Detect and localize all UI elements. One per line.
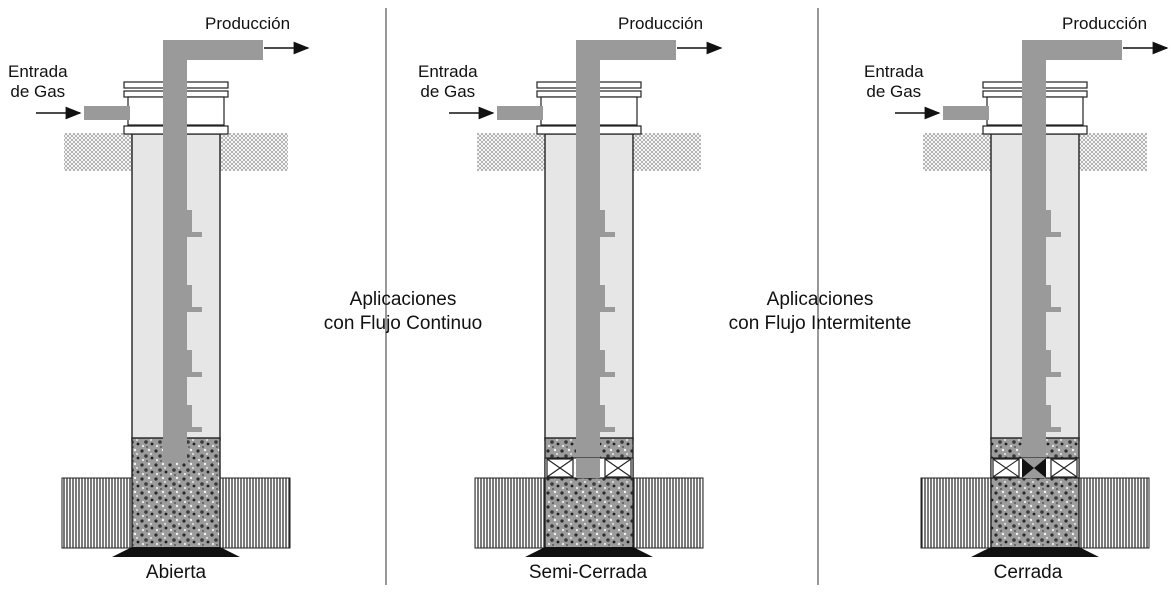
gas-lift-valve	[600, 405, 605, 427]
tubing-string	[163, 40, 187, 462]
production-label-3: Producción	[1062, 14, 1148, 33]
production-pipe-horizontal	[163, 40, 263, 60]
gas-lift-valve	[1046, 210, 1051, 232]
gas-lift-valve-base	[187, 427, 202, 432]
gas-lift-valve	[600, 210, 605, 232]
production-label-2: Producción	[618, 14, 704, 33]
gas-inlet-pipe	[497, 106, 543, 120]
gas-inlet-pipe	[943, 106, 989, 120]
packer-cross	[604, 458, 632, 478]
gas-lift-valve-base	[600, 232, 615, 237]
surface-ground-left	[477, 133, 545, 171]
formation-right	[1078, 477, 1150, 549]
continuous-flow-line2: con Flujo Continuo	[323, 313, 483, 334]
well-bottom	[112, 547, 240, 557]
gas-lift-valve	[1046, 405, 1051, 427]
well-1	[36, 40, 310, 557]
completion-label-3: Cerrada	[993, 562, 1063, 583]
surface-ground-left	[923, 133, 991, 171]
standing-valve-right	[1034, 458, 1046, 478]
well-bottom	[971, 547, 1099, 557]
completion-label-1: Abierta	[145, 562, 207, 583]
formation-right	[219, 477, 291, 549]
production-label-1: Producción	[205, 14, 291, 33]
well-2	[449, 40, 723, 557]
gas-lift-valve	[1046, 350, 1051, 372]
gas-lift-valve-base	[600, 372, 615, 377]
gas-lift-valve-base	[1046, 232, 1061, 237]
formation-left	[61, 477, 133, 549]
gas-inlet-label-1: Entrada de Gas	[8, 62, 68, 101]
surface-ground-left	[64, 133, 132, 171]
packer-cross	[1050, 458, 1078, 478]
gas-lift-valve	[1046, 285, 1051, 307]
formation-left	[920, 477, 992, 549]
tubing-string	[576, 40, 600, 458]
well-bottom	[525, 547, 653, 557]
gas-lift-valve-base	[600, 307, 615, 312]
continuous-flow-line1: Aplicaciones	[349, 289, 457, 310]
gas-lift-valve	[600, 350, 605, 372]
intermittent-flow-line1: Aplicaciones	[766, 289, 874, 310]
production-pipe-horizontal	[1022, 40, 1122, 60]
gas-inlet-label-2: Entrada de Gas	[418, 62, 478, 101]
gas-lift-valve-base	[187, 307, 202, 312]
gas-lift-valve-base	[1046, 372, 1061, 377]
surface-ground-right	[220, 133, 288, 171]
formation-left	[474, 477, 546, 549]
gas-lift-valve-base	[1046, 307, 1061, 312]
standing-valve-left	[1022, 458, 1034, 478]
tubing-string	[1022, 40, 1046, 458]
gas-lift-valve	[187, 210, 192, 232]
packer-cross	[992, 458, 1020, 478]
tubing-through-packer	[576, 458, 600, 478]
intermittent-flow-line2: con Flujo Intermitente	[728, 313, 912, 334]
completion-label-2: Semi-Cerrada	[528, 562, 648, 583]
gas-inlet-pipe	[84, 106, 130, 120]
packer-cross	[546, 458, 574, 478]
gas-inlet-label-3: Entrada de Gas	[864, 62, 924, 101]
gas-lift-valve-base	[1046, 427, 1061, 432]
gas-lift-valve	[600, 285, 605, 307]
gas-lift-valve	[187, 285, 192, 307]
gas-lift-valve	[187, 405, 192, 427]
continuous-flow-caption: Aplicaciones con Flujo Continuo	[303, 288, 503, 336]
surface-ground-right	[633, 133, 701, 171]
gas-lift-valve-base	[187, 232, 202, 237]
gas-lift-valve-base	[600, 427, 615, 432]
gas-lift-valve-base	[187, 372, 202, 377]
formation-right	[632, 477, 704, 549]
gas-lift-valve	[187, 350, 192, 372]
production-pipe-horizontal	[576, 40, 676, 60]
intermittent-flow-caption: Aplicaciones con Flujo Intermitente	[700, 288, 940, 336]
well-3	[895, 40, 1169, 557]
surface-ground-right	[1079, 133, 1147, 171]
